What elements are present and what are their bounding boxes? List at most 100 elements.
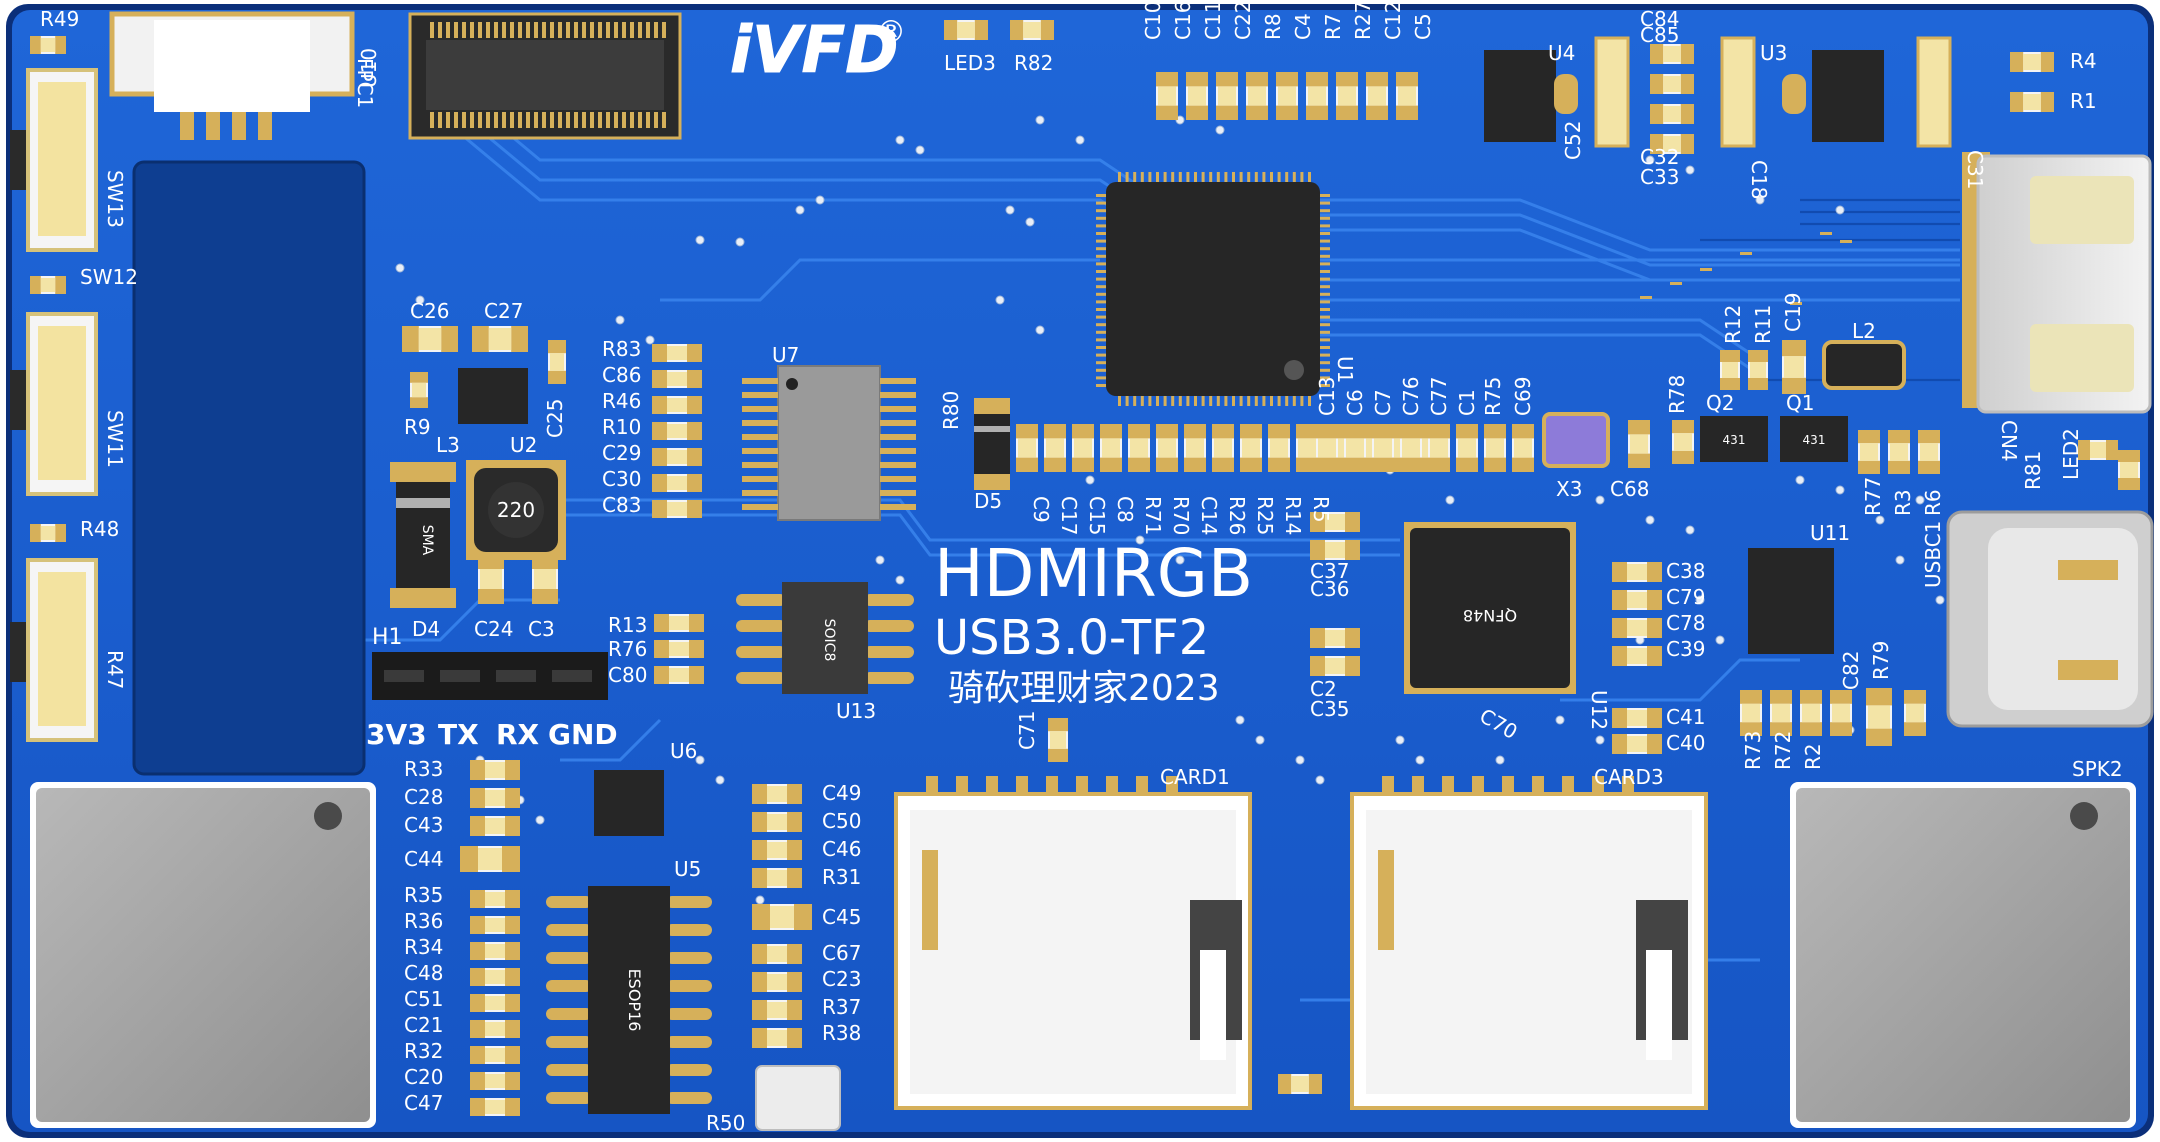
regulator-u3	[1782, 50, 1884, 142]
author-line: 骑砍理财家2023	[948, 668, 1220, 709]
silk-ref-u7: U7	[772, 343, 799, 367]
silk-ref-c29: C29	[602, 441, 641, 465]
via	[1235, 715, 1245, 725]
silk-ref-c4: C4	[1291, 13, 1315, 40]
silk-ref-c79: C79	[1666, 585, 1705, 609]
via	[395, 263, 405, 273]
silk-ref-c28: C28	[404, 785, 443, 809]
via	[1685, 165, 1695, 175]
via	[875, 555, 885, 565]
speaker-right	[1790, 782, 2136, 1128]
silk-ref-r6: R6	[1921, 489, 1945, 516]
switch-sw12	[10, 312, 98, 496]
u5-package-label: ESOP16	[625, 969, 644, 1032]
button-r50	[755, 1065, 841, 1131]
silk-ref-c85: C85	[1640, 23, 1679, 47]
silk-ref-c40: C40	[1666, 731, 1705, 755]
silk-ref-d5: D5	[974, 489, 1002, 513]
silk-ref-r83: R83	[602, 337, 641, 361]
silk-ref-r9: R9	[404, 415, 431, 439]
via	[1935, 595, 1945, 605]
silk-ref-u12: U12	[1587, 690, 1611, 730]
via	[1075, 135, 1085, 145]
via	[1645, 155, 1655, 165]
chip-u2	[458, 368, 528, 424]
passive-field	[30, 20, 2140, 1116]
silk-ref-c78: C78	[1666, 611, 1705, 635]
via	[1835, 205, 1845, 215]
crystal-x3	[1542, 412, 1610, 468]
silk-ref-r35: R35	[404, 883, 443, 907]
via	[1755, 195, 1765, 205]
tantalum-caps	[1594, 36, 1952, 148]
silk-ref-c69: C69	[1511, 377, 1535, 416]
via	[1595, 495, 1605, 505]
q1-marking: 431	[1803, 433, 1826, 447]
via	[415, 295, 425, 305]
chip-u12: QFN48	[1404, 522, 1576, 694]
silk-ref-c45: C45	[822, 905, 861, 929]
silk-ref-c20: C20	[404, 1065, 443, 1089]
board-title: HDMIRGB	[934, 535, 1253, 612]
silk-ref-r79: R79	[1869, 641, 1893, 680]
silk-ref-r78: R78	[1665, 375, 1689, 414]
silk-ref-u11: U11	[1810, 521, 1850, 545]
via	[895, 135, 905, 145]
diode-d5	[974, 398, 1010, 490]
silk-ref-r50: R50	[706, 1111, 745, 1135]
silk-ref-sw13: SW13	[103, 170, 127, 228]
silk-ref-c80: C80	[608, 663, 647, 687]
silk-ref-c19: C19	[1781, 293, 1805, 332]
via	[1835, 485, 1845, 495]
via	[535, 815, 545, 825]
silk-ref-c15: C15	[1085, 496, 1109, 535]
via	[1695, 595, 1705, 605]
hdmi-connector-cn4	[1962, 152, 2152, 414]
inductor-l3: 220	[466, 460, 566, 560]
silk-ref-c27: C27	[484, 299, 523, 323]
chip-u5: ESOP16	[546, 886, 712, 1114]
silk-ref-d4: D4	[412, 617, 440, 641]
silk-ref-c35: C35	[1310, 697, 1349, 721]
via	[615, 315, 625, 325]
diode-d4: SMA	[390, 462, 456, 608]
silk-ref-r73: R73	[1741, 731, 1765, 770]
via	[1795, 475, 1805, 485]
silk-ref-r25: R25	[1253, 496, 1277, 535]
silk-ref-c24: C24	[474, 617, 513, 641]
silk-ref-l2: L2	[1852, 319, 1876, 343]
silk-ref-r75: R75	[1481, 377, 1505, 416]
silk-ref-r77: R77	[1861, 477, 1885, 516]
silk-ref-sw12: SW12	[80, 265, 138, 289]
silk-ref-c44: C44	[404, 847, 443, 871]
silk-ref-u5: U5	[674, 857, 701, 881]
silk-ref-c41: C41	[1666, 705, 1705, 729]
silk-ref-r5: R5	[1309, 496, 1333, 523]
silk-ref-q1: Q1	[1786, 391, 1814, 415]
silk-ref-r4: R4	[2070, 49, 2097, 73]
silk-ref-c50: C50	[822, 809, 861, 833]
speaker-left	[30, 782, 376, 1128]
via	[715, 775, 725, 785]
via	[895, 575, 905, 585]
header-pin-tx: TX	[438, 718, 479, 751]
silk-ref-c13: C13	[1315, 377, 1339, 416]
silk-ref-c38: C38	[1666, 559, 1705, 583]
silk-ref-r1: R1	[2070, 89, 2097, 113]
silk-ref-c52: C52	[1561, 121, 1585, 160]
silk-ref-x3: X3	[1556, 477, 1582, 501]
silk-ref-c17: C17	[1057, 496, 1081, 535]
silk-ref-u3: U3	[1760, 41, 1787, 65]
header-ref: H1	[372, 625, 403, 650]
silk-ref-c86: C86	[602, 363, 641, 387]
silk-ref-c49: C49	[822, 781, 861, 805]
via	[735, 237, 745, 247]
silk-ref-c23: C23	[822, 967, 861, 991]
silk-ref-r32: R32	[404, 1039, 443, 1063]
silk-ref-c14: C14	[1197, 496, 1221, 535]
silk-ref-cn4: CN4	[1997, 420, 2021, 462]
silk-ref-c33: C33	[1640, 165, 1679, 189]
silk-ref-c31: C31	[1963, 150, 1987, 189]
